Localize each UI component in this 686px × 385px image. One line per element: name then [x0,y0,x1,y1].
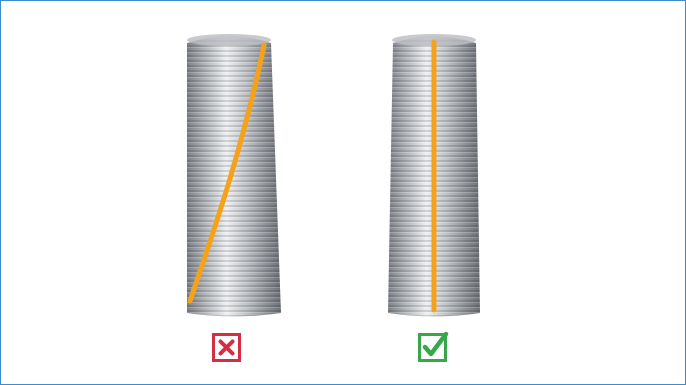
right-pipe [388,34,480,317]
left-pipe-top [187,34,271,46]
x-mark-icon [212,333,241,362]
check-mark-icon [418,331,449,362]
left-pipe [187,34,281,317]
